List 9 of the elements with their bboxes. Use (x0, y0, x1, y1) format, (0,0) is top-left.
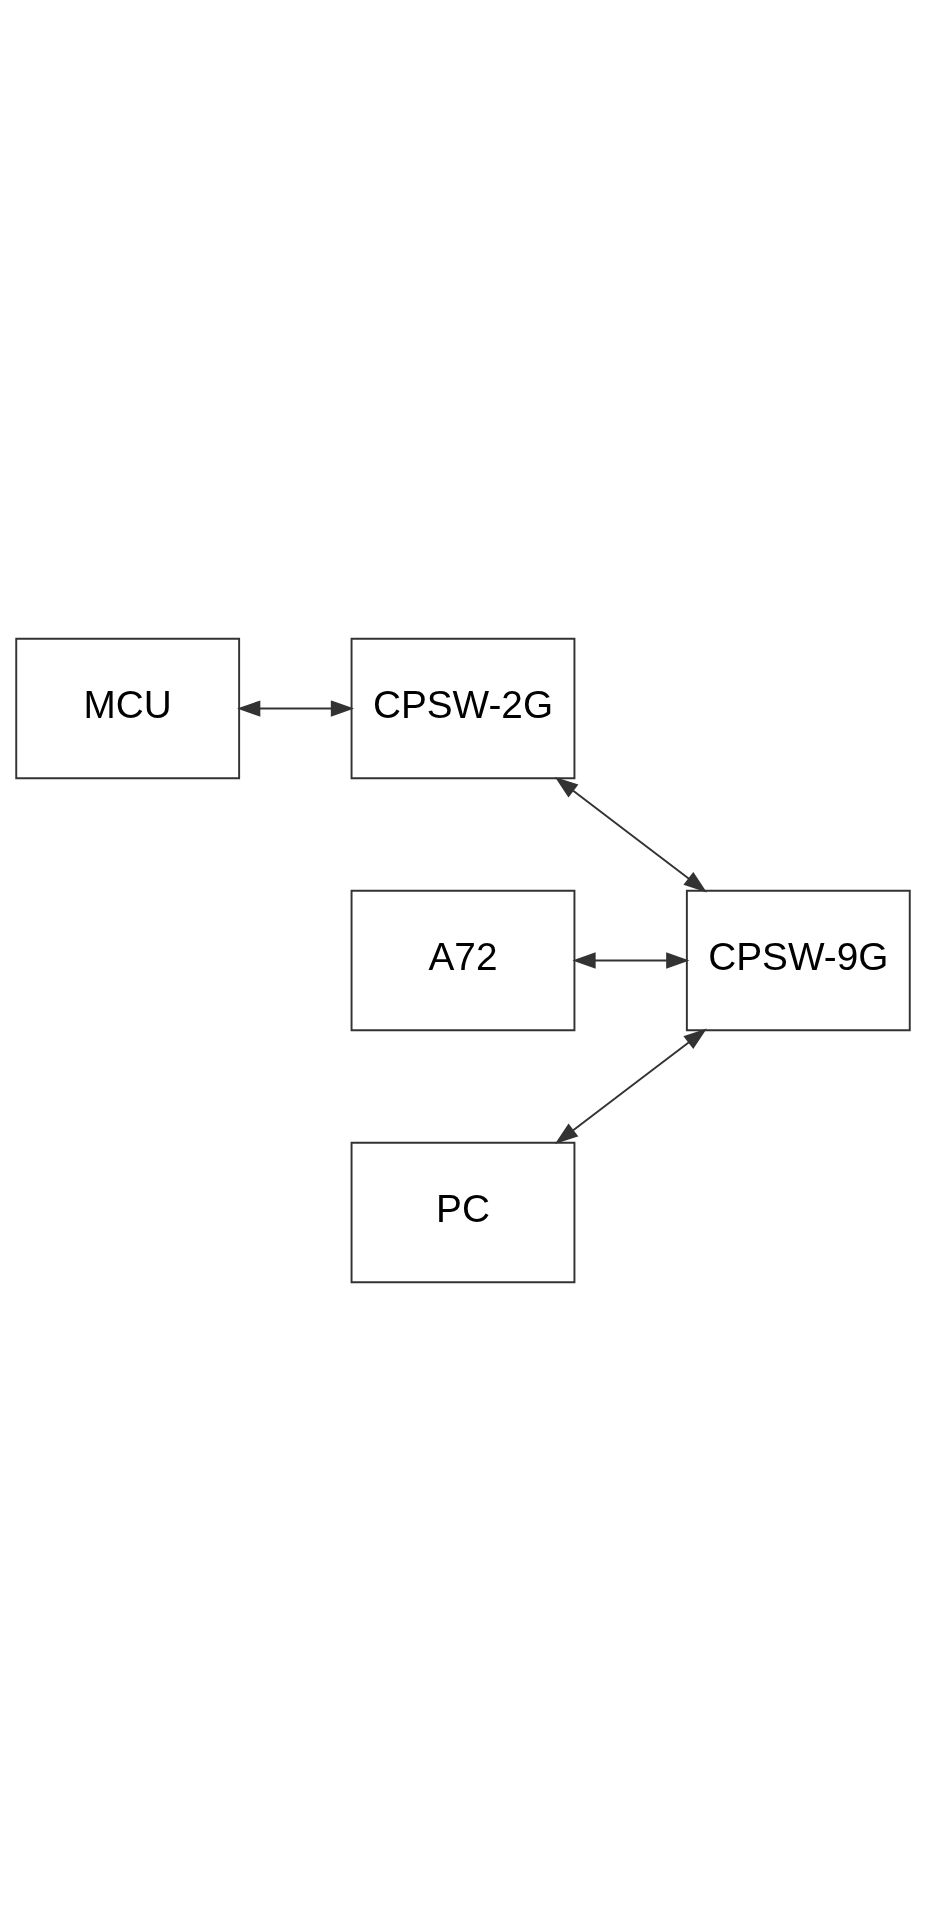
arrow (554, 776, 707, 892)
node-box: CPSW-9G (685, 889, 911, 1031)
arrow (572, 951, 690, 969)
arrow (554, 1028, 707, 1144)
arrow (237, 699, 355, 717)
node-box: PC (350, 1141, 576, 1283)
node-box: CPSW-2G (350, 637, 576, 779)
node-box: A72 (350, 889, 576, 1031)
node-box: MCU (15, 637, 241, 779)
